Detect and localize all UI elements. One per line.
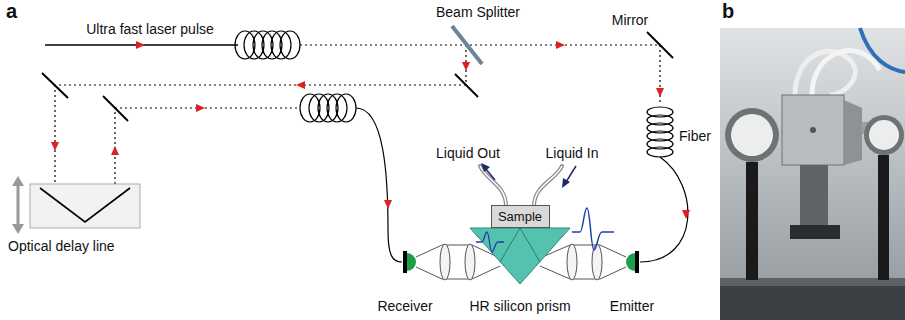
component-label: Beam Splitter <box>436 4 520 21</box>
translation-arrow <box>12 176 24 186</box>
emitter-antenna <box>626 253 635 271</box>
component-label: Fiber <box>679 128 711 145</box>
source-label: Ultra fast laser pulse <box>86 21 214 38</box>
component-label: Emitter <box>610 298 654 315</box>
liquid-tube <box>480 166 562 206</box>
flow-label: Liquid In <box>546 145 599 162</box>
liquid-tube <box>480 166 562 206</box>
sample-box: Sample <box>491 205 550 228</box>
flow-arrow <box>481 163 576 188</box>
beam-in-prism <box>500 228 540 262</box>
component-label: Optical delay line <box>8 238 115 255</box>
thz-pulse <box>572 208 614 250</box>
setup-photo <box>720 28 905 320</box>
thz-pulse <box>476 232 504 252</box>
receiver-antenna <box>407 253 416 271</box>
fiber-coil <box>300 94 402 262</box>
fiber-coil <box>235 31 300 59</box>
node-text: Sample <box>498 209 542 224</box>
emitter-antenna <box>635 251 639 273</box>
panel-letter: a <box>6 0 17 23</box>
beam-arrow <box>51 41 690 219</box>
component-label: Receiver <box>377 298 432 315</box>
panel-letter: b <box>722 0 734 23</box>
retroreflector <box>40 188 130 222</box>
flow-label: Liquid Out <box>436 145 500 162</box>
translation-arrow <box>12 224 24 234</box>
beam-path <box>55 45 660 199</box>
component-label: Mirror <box>612 12 649 29</box>
component-label: HR silicon prism <box>469 298 570 315</box>
delay-stage <box>30 184 140 228</box>
translation-arrow <box>17 180 20 230</box>
receiver-antenna <box>403 251 407 273</box>
silicon-prism <box>470 228 570 284</box>
beam-splitter <box>452 26 482 64</box>
